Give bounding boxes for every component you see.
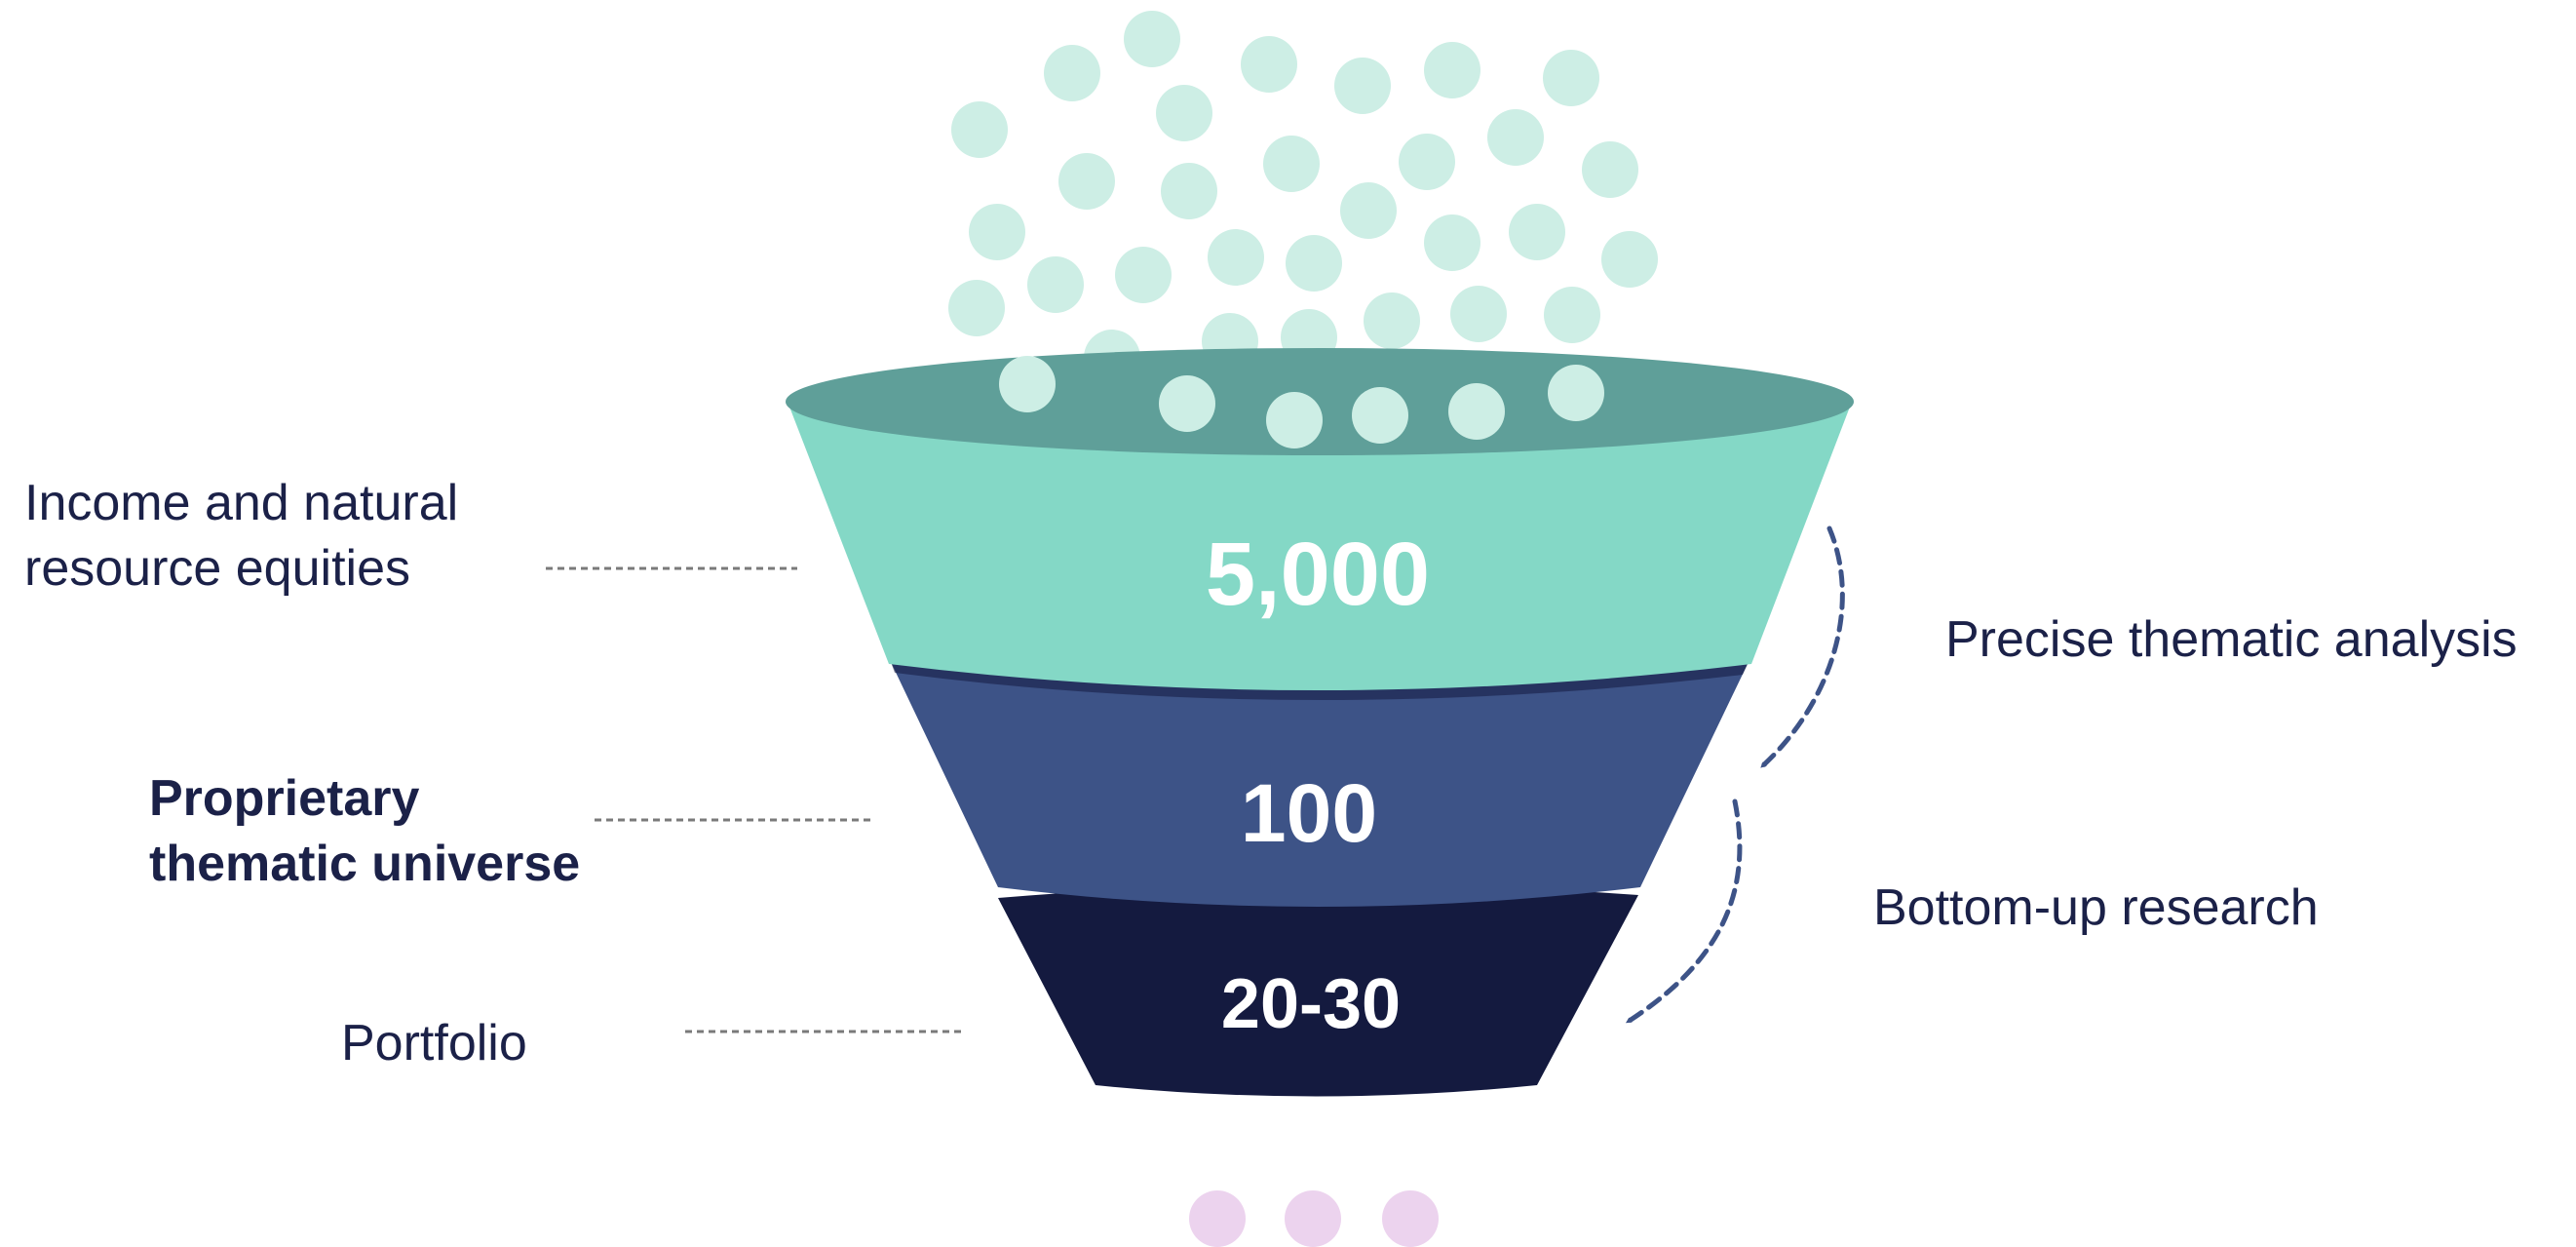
falling-dot: [1044, 45, 1100, 101]
falling-dot: [1241, 36, 1297, 93]
falling-dot: [1582, 141, 1638, 198]
falling-dot: [1334, 58, 1391, 114]
label-proprietary-thematic-universe: Proprietary thematic universe: [149, 766, 580, 896]
falling-dot: [1424, 214, 1480, 271]
funnel-stage-bottom: [998, 883, 1638, 1097]
falling-dot: [1124, 11, 1180, 67]
falling-dot: [1208, 229, 1264, 286]
step-arrow-lower: [1625, 799, 1743, 1025]
falling-dot: [1156, 85, 1212, 141]
output-dot: [1382, 1190, 1439, 1247]
rim-dot: [1448, 383, 1505, 440]
funnel-stage-top: [786, 348, 1854, 690]
funnel-top-rim: [786, 348, 1854, 455]
falling-dot: [1399, 134, 1455, 190]
falling-dot: [1115, 247, 1172, 303]
label-precise-thematic-analysis: Precise thematic analysis: [1945, 607, 2518, 673]
falling-dot: [1286, 235, 1342, 292]
rim-dot: [1548, 365, 1604, 421]
label-line: Proprietary: [149, 770, 420, 827]
rim-dots: [999, 356, 1604, 448]
falling-dot: [1058, 153, 1115, 210]
rim-dot: [1352, 387, 1408, 444]
falling-dot: [1364, 292, 1420, 349]
falling-dot: [1161, 163, 1217, 219]
output-dot: [1285, 1190, 1341, 1247]
label-line: thematic universe: [149, 835, 581, 892]
label-line: Precise thematic analysis: [1945, 611, 2518, 668]
label-line: Portfolio: [341, 1015, 527, 1072]
falling-dot: [1487, 109, 1544, 166]
falling-dot: [948, 280, 1005, 336]
step-arrow-upper: [1759, 526, 1845, 769]
label-portfolio: Portfolio: [341, 1011, 527, 1076]
falling-dot: [1450, 286, 1507, 342]
funnel-top-body: [788, 402, 1852, 690]
stage-value-bottom: 20-30: [1221, 965, 1401, 1043]
falling-dot: [969, 204, 1025, 260]
output-dots: [1189, 1190, 1439, 1247]
rim-dot: [1159, 375, 1215, 432]
falling-dot: [951, 101, 1008, 158]
rim-dot: [999, 356, 1056, 412]
falling-dot: [1544, 287, 1600, 343]
stage-value-top: 5,000: [1206, 525, 1430, 624]
falling-dot: [1601, 231, 1658, 288]
falling-dot: [1543, 50, 1599, 106]
falling-dot: [1424, 42, 1480, 98]
funnel-stage-middle: [891, 662, 1748, 907]
falling-dot: [1027, 256, 1084, 313]
funnel-bottom-body: [998, 883, 1638, 1097]
label-line: Income and natural: [24, 475, 459, 531]
falling-dot: [1340, 182, 1397, 239]
label-line: resource equities: [24, 539, 410, 597]
stage-value-middle: 100: [1241, 767, 1377, 859]
output-dot: [1189, 1190, 1246, 1247]
label-income-natural-resource: Income and natural resource equities: [24, 471, 458, 601]
label-bottom-up-research: Bottom-up research: [1873, 876, 2319, 941]
rim-dot: [1266, 392, 1323, 448]
funnel-middle-shadow: [891, 662, 1748, 701]
funnel-middle-body: [891, 662, 1748, 907]
falling-dots: [948, 11, 1658, 386]
falling-dot: [1509, 204, 1565, 260]
label-line: Bottom-up research: [1873, 879, 2319, 936]
falling-dot: [1263, 136, 1320, 192]
